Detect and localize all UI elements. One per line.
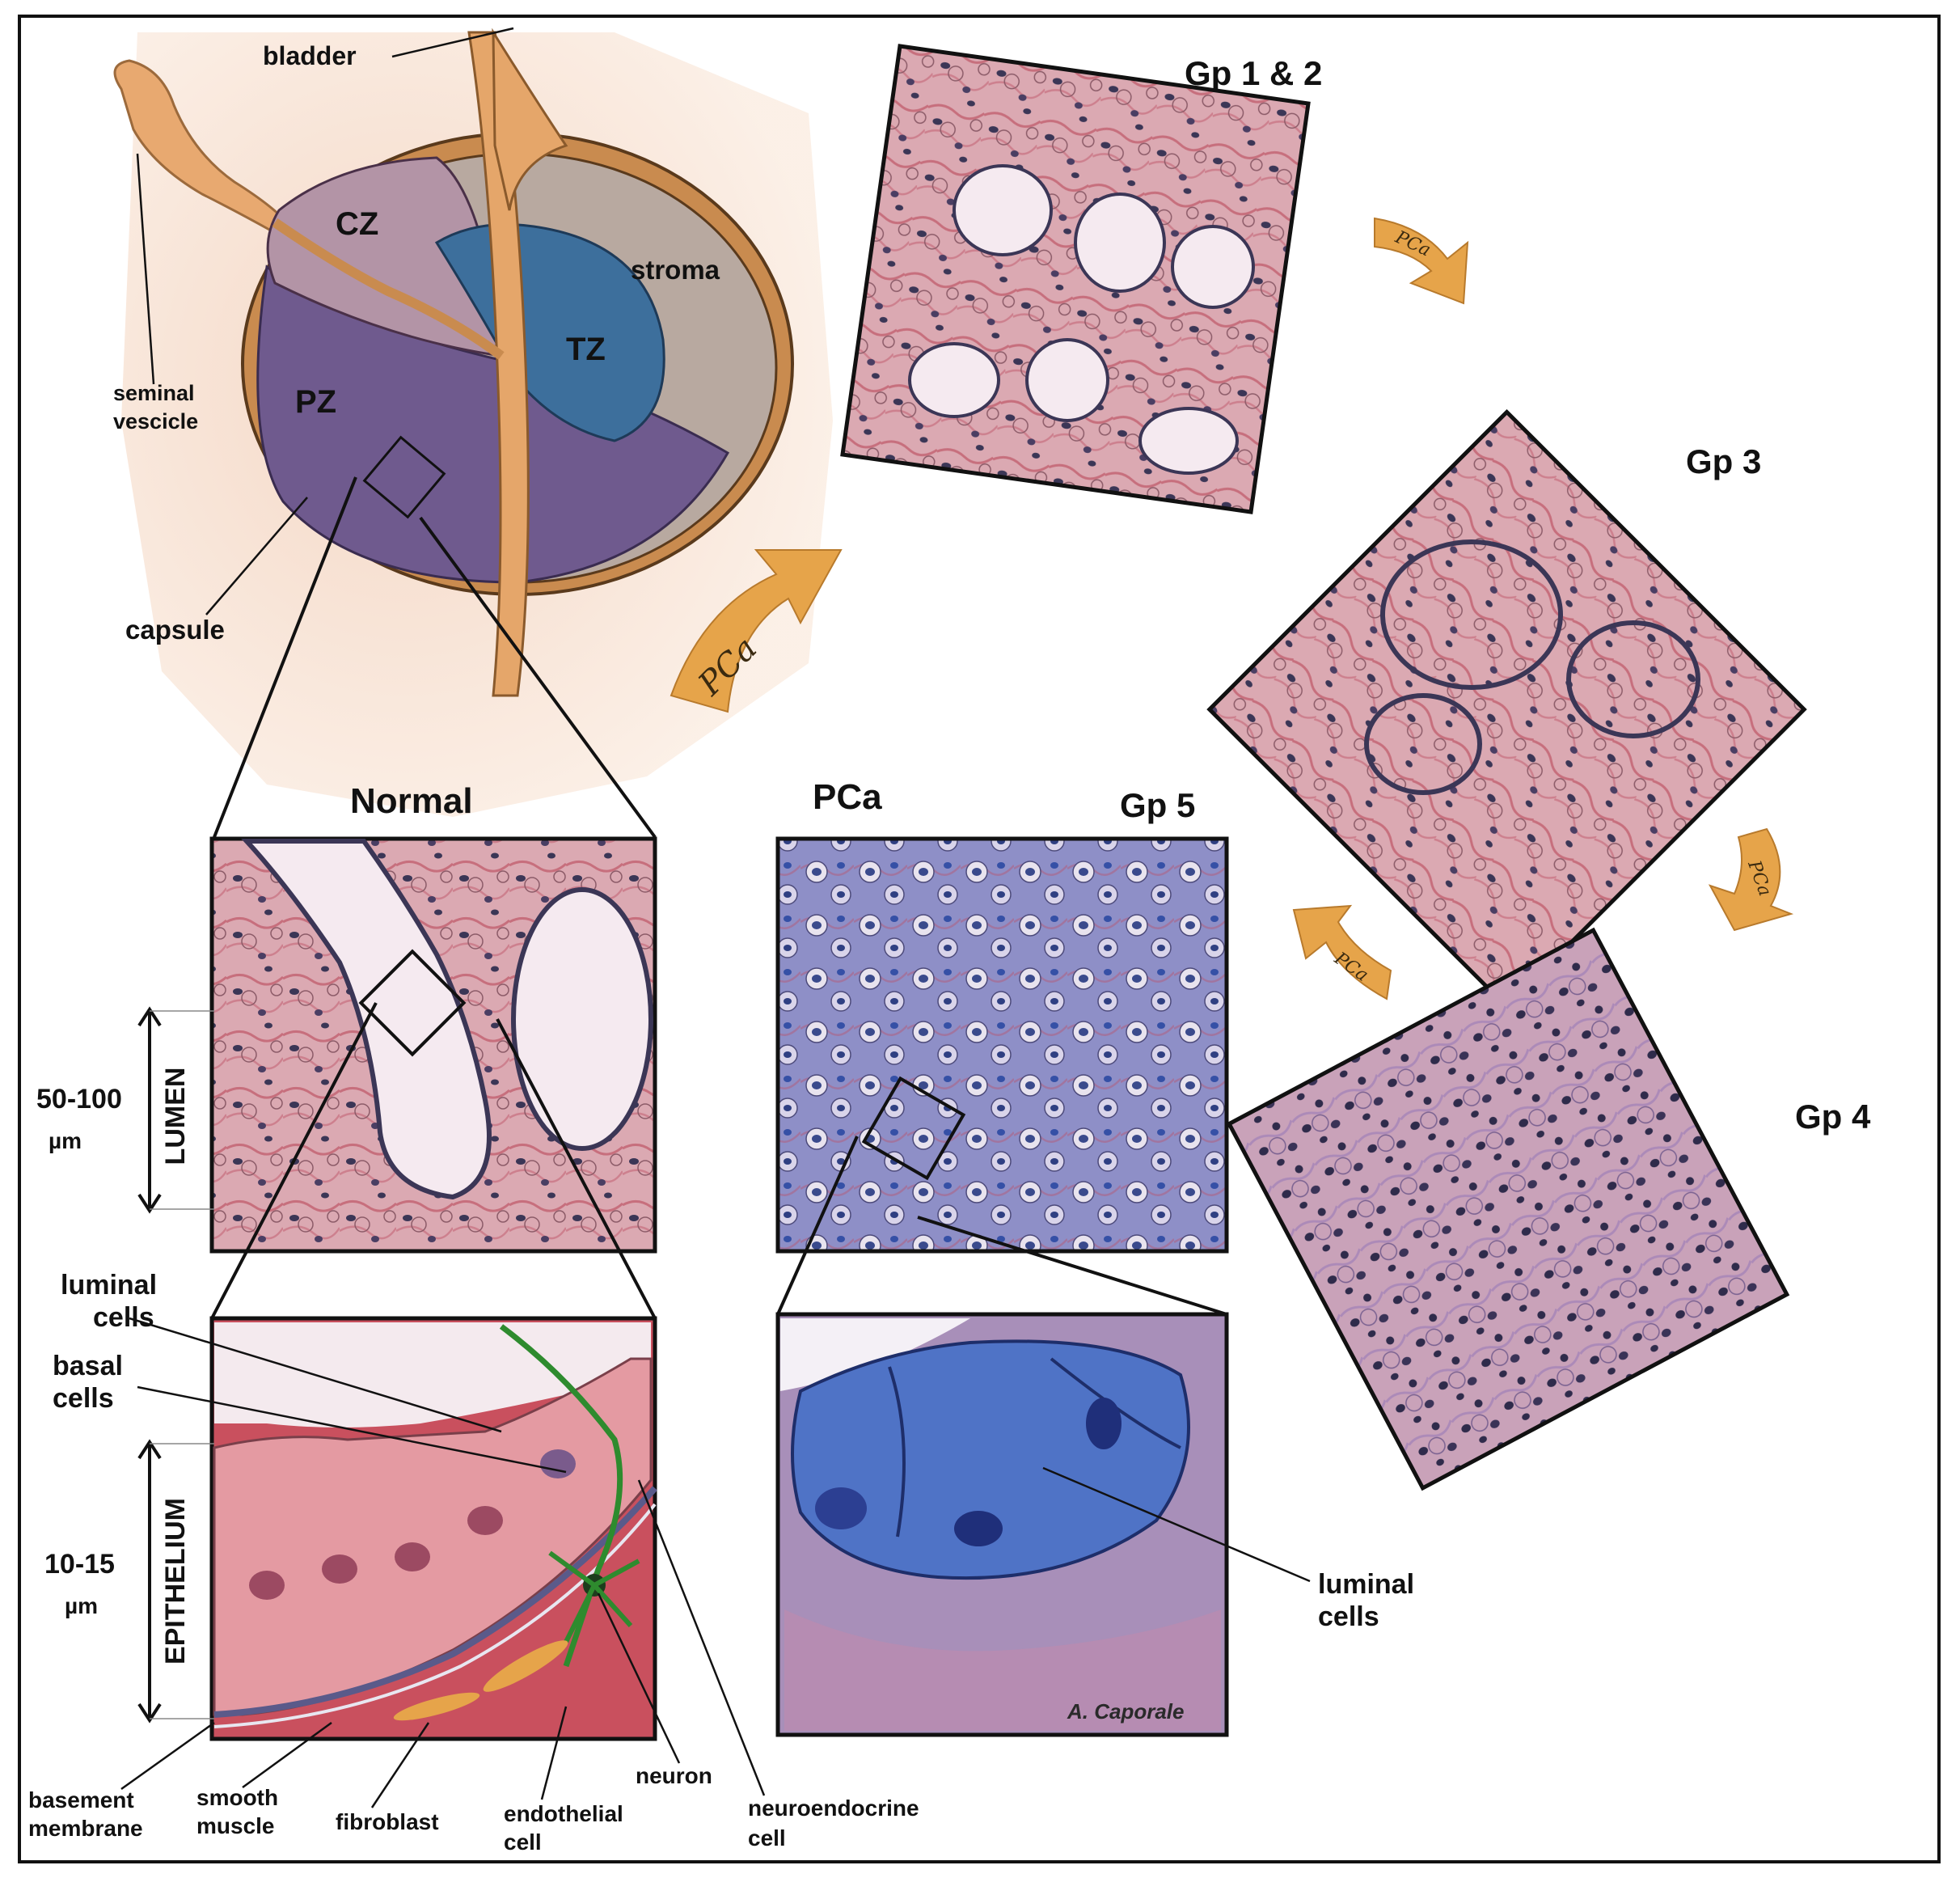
- label-smooth-2: muscle: [196, 1813, 275, 1838]
- label-luminal-pca-1: luminal: [1318, 1569, 1414, 1600]
- leader-capsule: [205, 497, 308, 615]
- label-pca: PCa: [813, 777, 882, 817]
- label-capsule: capsule: [125, 615, 225, 645]
- label-bladder: bladder: [263, 41, 357, 70]
- gp5-panel: [775, 836, 1229, 1254]
- label-basement-2: membrane: [28, 1816, 143, 1841]
- label-endothelial-1: endothelial: [504, 1801, 623, 1826]
- normal-zoom-right: [496, 1018, 657, 1319]
- epi-size-2: µm: [65, 1593, 98, 1618]
- lumen-size-2: µm: [49, 1128, 82, 1153]
- gp3-panel: [1206, 408, 1807, 1010]
- leader-basement: [120, 1721, 215, 1791]
- leader-bladder: [391, 27, 514, 58]
- epithelium-panel: [209, 1316, 658, 1741]
- leader-endothelial: [540, 1706, 568, 1800]
- label-gp4: Gp 4: [1795, 1098, 1871, 1136]
- label-neuroendocrine-2: cell: [748, 1825, 786, 1851]
- label-basal-1: basal: [53, 1351, 123, 1381]
- zoom-line-left: [213, 476, 357, 838]
- epi-arrow-bottom: [137, 1702, 162, 1724]
- epithelium-label: EPITHELIUM: [160, 1498, 191, 1664]
- lumen-size-1: 50-100: [36, 1084, 122, 1115]
- ejaculatory-duct: [272, 218, 505, 360]
- peripheral-zone-shape: [256, 264, 730, 584]
- label-neuroendocrine-1: neuroendocrine: [748, 1796, 919, 1821]
- leader-neuron: [597, 1592, 681, 1764]
- label-seminal-2: vescicle: [113, 409, 198, 434]
- label-pz: PZ: [295, 384, 336, 420]
- gp4-panel: [1226, 927, 1790, 1491]
- leader-smooth: [242, 1721, 332, 1789]
- pca-zoom-left: [776, 1136, 859, 1315]
- label-normal: Normal: [350, 781, 473, 821]
- leader-fibroblast: [370, 1722, 430, 1808]
- zoom-line-right: [419, 516, 657, 839]
- seminal-vesicle-shape: [113, 59, 285, 232]
- label-cz: CZ: [336, 206, 378, 242]
- leader-basal: [137, 1385, 567, 1474]
- pz-zoom-box: [362, 435, 446, 519]
- label-neuron: neuron: [636, 1763, 712, 1788]
- normal-zoom-left: [210, 1002, 378, 1319]
- label-fibroblast: fibroblast: [336, 1809, 439, 1834]
- lumen-label: LUMEN: [160, 1068, 191, 1165]
- pca-detail-panel: [775, 1312, 1229, 1737]
- label-gp5: Gp 5: [1120, 786, 1195, 824]
- label-gp12: Gp 1 & 2: [1185, 54, 1322, 92]
- label-seminal-1: seminal: [113, 381, 195, 405]
- leader-seminal: [136, 153, 155, 385]
- label-luminal-pca-2: cells: [1318, 1601, 1379, 1632]
- lumen-arrow-top: [137, 1006, 162, 1027]
- leader-luminal-pca: [1042, 1466, 1311, 1583]
- label-basal-2: cells: [53, 1383, 114, 1414]
- label-luminal-1: luminal: [61, 1270, 157, 1301]
- label-endothelial-2: cell: [504, 1829, 542, 1855]
- pca-zoom-right: [917, 1216, 1227, 1316]
- label-stroma: stroma: [631, 255, 720, 285]
- label-gp3: Gp 3: [1686, 442, 1761, 480]
- small-arrow-2: PCa: [1708, 827, 1794, 932]
- bladder-neck-shape: [492, 27, 568, 211]
- leader-luminal: [129, 1317, 502, 1433]
- leader-neuroendocrine: [637, 1479, 766, 1796]
- label-smooth-1: smooth: [196, 1785, 278, 1810]
- label-luminal-2: cells: [93, 1302, 154, 1333]
- lumen-arrow-bottom: [137, 1193, 162, 1214]
- epi-arrow-top: [137, 1439, 162, 1460]
- signature: A. Caporale: [1067, 1699, 1185, 1724]
- label-basement-1: basement: [28, 1787, 134, 1812]
- epi-size-1: 10-15: [44, 1549, 115, 1580]
- label-tz: TZ: [566, 332, 606, 367]
- gp12-panel: [840, 44, 1311, 514]
